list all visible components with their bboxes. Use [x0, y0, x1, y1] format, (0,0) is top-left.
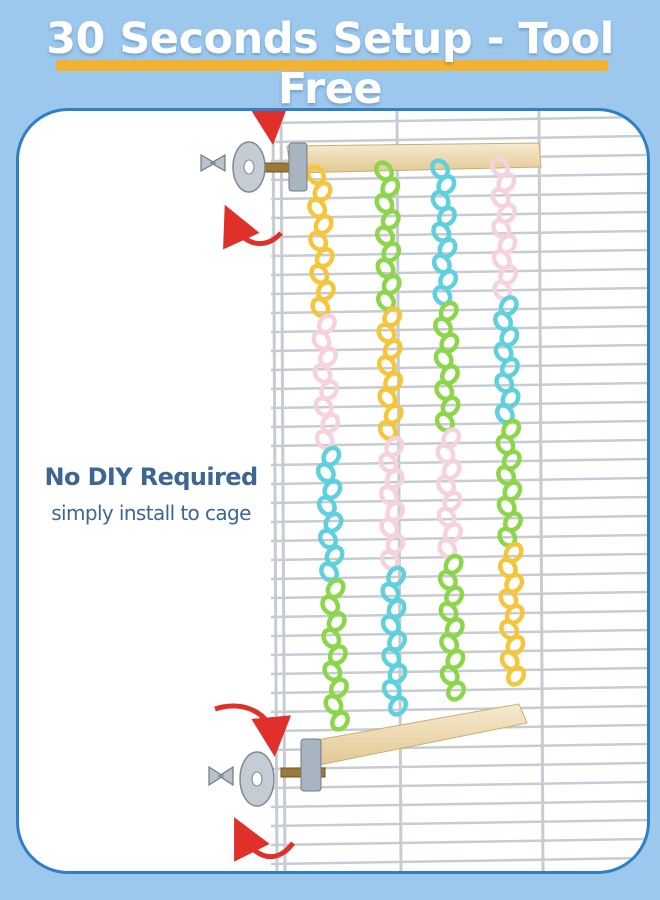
caption-title: No DIY Required: [44, 463, 258, 491]
chain-link: [330, 710, 350, 732]
caption-subtitle: simply install to cage: [51, 501, 251, 525]
chain-link: [506, 665, 526, 687]
chain-link: [446, 680, 466, 702]
caption: No DIY Required simply install to cage: [27, 463, 275, 525]
bottom-hardware: [208, 703, 326, 862]
chain-link: [388, 695, 408, 717]
wing-nut-icon: [208, 765, 234, 787]
wing-nut-icon: [200, 153, 226, 173]
rotate-arrow-icon: [249, 111, 289, 145]
cage-ladder-illustration: [200, 111, 647, 871]
rotate-arrow-icon: [214, 703, 292, 757]
product-panel: No DIY Required simply install to cage: [16, 108, 650, 874]
headline-underline: [56, 60, 608, 71]
chains: [306, 156, 526, 732]
top-hardware: [200, 111, 308, 250]
headline: 30 Seconds Setup - Tool Free: [46, 14, 614, 114]
